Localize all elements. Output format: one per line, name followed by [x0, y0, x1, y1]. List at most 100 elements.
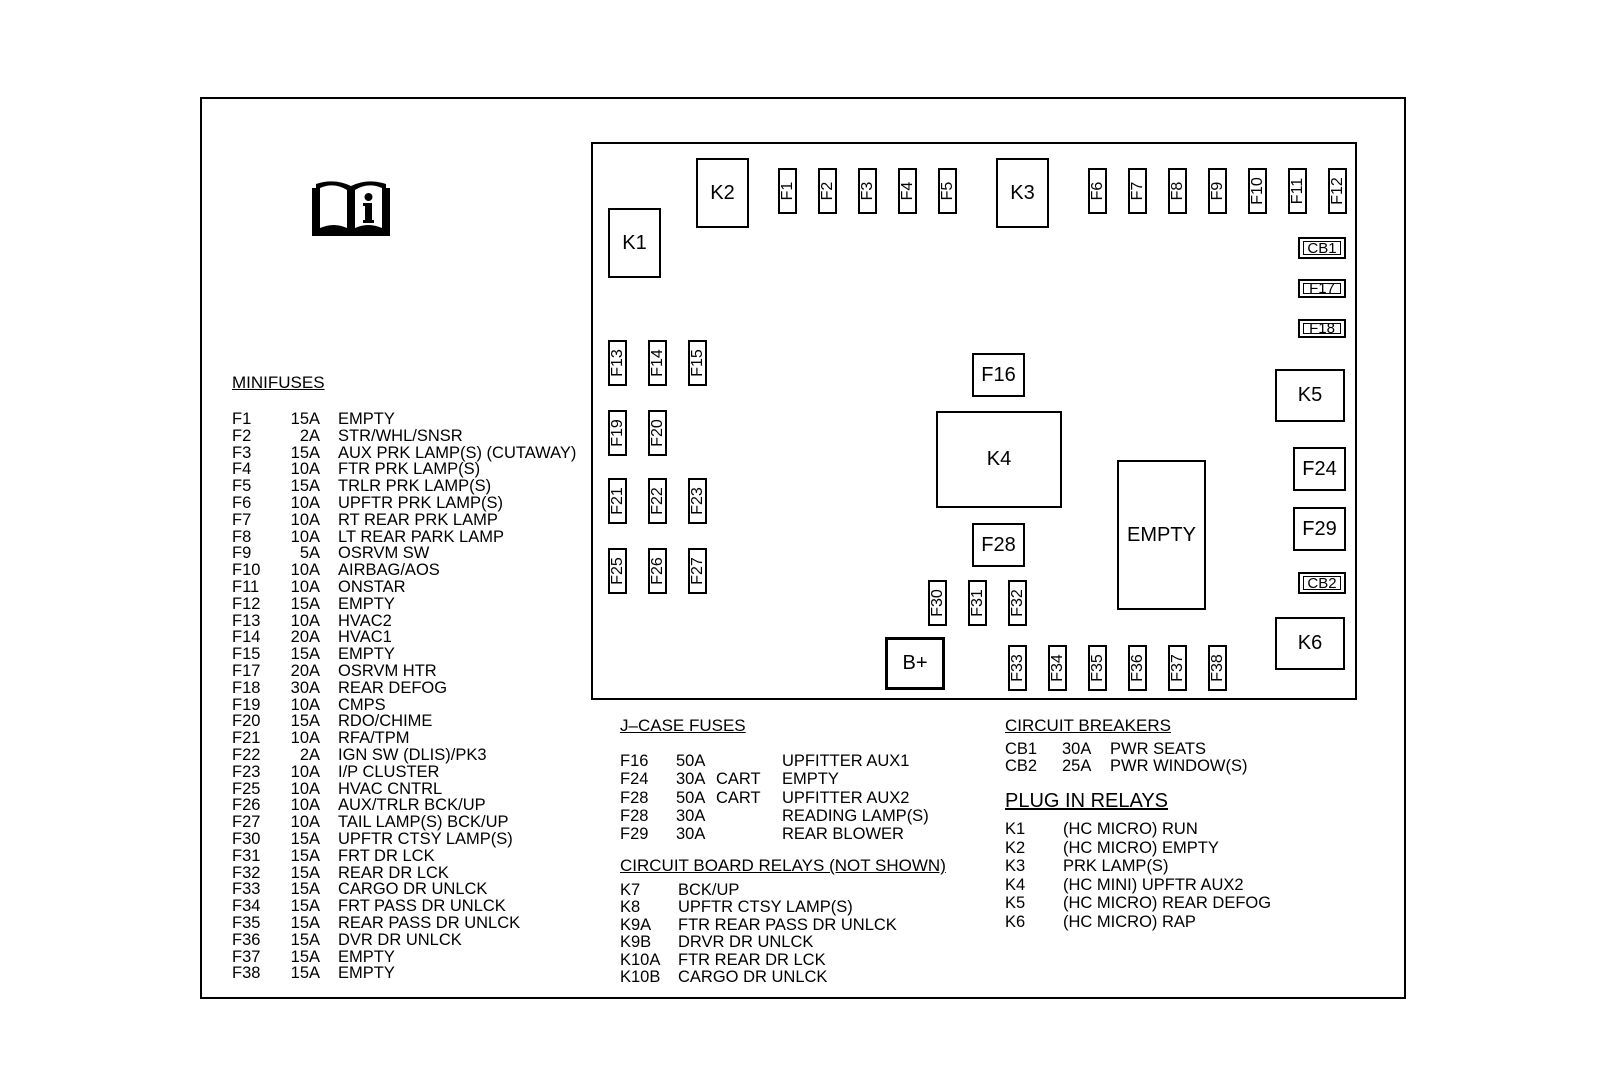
legend-id: F12 [232, 594, 261, 613]
legend-desc: I/P CLUSTER [338, 762, 440, 781]
legend-amp: 15A [290, 830, 320, 848]
minifuse-f26: F26 [648, 548, 667, 594]
legend-desc: UPFTR CTSY LAMP(S) [338, 830, 513, 848]
minifuse-f5: F5 [938, 168, 957, 214]
legend-amp: 10A [290, 762, 320, 781]
jcase-f29: F29 [1293, 507, 1346, 551]
legend-amp: 15A [290, 645, 320, 664]
minifuse-f11: F11 [1288, 168, 1307, 214]
legend-id: K10B [620, 968, 661, 986]
legend-amp: 10A [290, 779, 320, 798]
legend-amp: 15A [290, 947, 320, 966]
legend-id: K6 [1005, 912, 1026, 931]
legend-id: F7 [232, 510, 252, 529]
legend-id: F19 [232, 695, 261, 714]
minifuse-f27: F27 [688, 548, 707, 594]
legend-desc: CARGO DR UNLCK [678, 968, 828, 986]
legend-id: F35 [232, 914, 261, 932]
legend-cart: CART [716, 788, 761, 807]
legend-amp: 15A [290, 930, 320, 949]
legend-id: K8 [620, 898, 641, 917]
minifuses-heading: MINIFUSES [232, 373, 325, 392]
legend-id: F28 [620, 806, 649, 825]
legend-id: F3 [232, 443, 252, 462]
minifuse-f31: F31 [968, 580, 987, 626]
legend-id: F37 [232, 947, 261, 966]
relay-k2: K2 [696, 158, 749, 228]
legend-desc: FTR REAR PASS DR UNLCK [678, 915, 897, 934]
legend-desc: REAR BLOWER [782, 825, 904, 844]
legend-desc: FRT PASS DR UNLCK [338, 897, 506, 916]
legend-desc: PWR WINDOW(S) [1110, 757, 1248, 776]
legend-id: F17 [232, 662, 261, 680]
legend-desc: FTR PRK LAMP(S) [338, 460, 481, 479]
minifuse-f8: F8 [1168, 168, 1187, 214]
legend-amp: 10A [290, 729, 320, 748]
legend-amp: 15A [290, 594, 320, 613]
legend-amp: 30A [290, 678, 320, 697]
legend-desc: PRK LAMP(S) [1063, 857, 1169, 875]
legend-id: K5 [1005, 894, 1026, 912]
legend-id: F24 [620, 770, 649, 789]
legend-amp: 2A [299, 426, 320, 445]
legend-desc: PWR SEATS [1110, 740, 1206, 758]
legend-amp: 15A [290, 410, 320, 428]
legend-desc: (HC MICRO) REAR DEFOG [1063, 894, 1272, 912]
plugin-relays-heading: PLUG IN RELAYS [1005, 790, 1169, 812]
legend-desc: REAR DR LCK [338, 863, 449, 882]
minifuse-f6: F6 [1088, 168, 1107, 214]
legend-desc: BCK/UP [678, 881, 740, 899]
legend-id: F31 [232, 846, 261, 865]
relay-k4: K4 [936, 411, 1062, 508]
legend-id: F20 [232, 712, 261, 731]
legend-desc: ONSTAR [338, 578, 406, 596]
minifuse-f36: F36 [1128, 645, 1147, 691]
legend-amp: 10A [290, 561, 320, 580]
legend-id: F5 [232, 477, 252, 496]
legend-desc: UPFITTER AUX1 [782, 752, 910, 770]
relay-k6: K6 [1275, 617, 1345, 670]
legend-id: F10 [232, 561, 261, 580]
legend-amp: 10A [290, 494, 320, 512]
minifuse-f10: F10 [1248, 168, 1267, 214]
legend-id: F22 [232, 746, 261, 764]
legend-amp: 10A [290, 813, 320, 832]
minifuse-f19: F19 [608, 410, 627, 456]
legend-id: F18 [232, 678, 261, 697]
legend-desc: UPFITTER AUX2 [782, 788, 910, 807]
legend-amp: 15A [290, 897, 320, 916]
legend-id: K7 [620, 881, 641, 899]
legend-amp: 10A [290, 460, 320, 479]
legend-id: CB1 [1005, 740, 1038, 758]
minifuse-f23: F23 [688, 478, 707, 524]
legend-amp: 50A [676, 788, 706, 807]
legend-amp: 50A [676, 752, 706, 770]
minifuse-f33: F33 [1008, 645, 1027, 691]
relay-k1: K1 [608, 208, 661, 278]
legend-id: F13 [232, 611, 261, 630]
minifuse-f20: F20 [648, 410, 667, 456]
legend-id: F25 [232, 779, 261, 798]
legend-desc: UPFTR PRK LAMP(S) [338, 494, 504, 512]
legend-amp: 30A [676, 806, 706, 825]
legend-id: K1 [1005, 820, 1026, 838]
legend-amp: 10A [290, 695, 320, 714]
jcase-f16: F16 [972, 353, 1025, 397]
legend-id: K4 [1005, 875, 1026, 894]
legend-desc: (HC MICRO) RAP [1063, 912, 1196, 931]
minifuse-f35: F35 [1088, 645, 1107, 691]
minifuse-f2: F2 [818, 168, 837, 214]
legend-desc: (HC MINI) UPFTR AUX2 [1063, 875, 1244, 894]
minifuse-f13: F13 [608, 340, 627, 386]
minifuse-f38: F38 [1208, 645, 1227, 691]
legend-desc: DVR DR UNLCK [338, 930, 462, 949]
legend-id: F14 [232, 628, 261, 647]
legend-id: F30 [232, 830, 261, 848]
legend-desc: HVAC CNTRL [338, 779, 443, 798]
legend-desc: RDO/CHIME [338, 712, 433, 731]
legend-amp: 20A [290, 662, 320, 680]
legend-desc: LT REAR PARK LAMP [338, 527, 504, 546]
empty-slot: EMPTY [1117, 460, 1206, 610]
fuse-block-diagram [591, 142, 1357, 700]
minifuse-f30: F30 [928, 580, 947, 626]
